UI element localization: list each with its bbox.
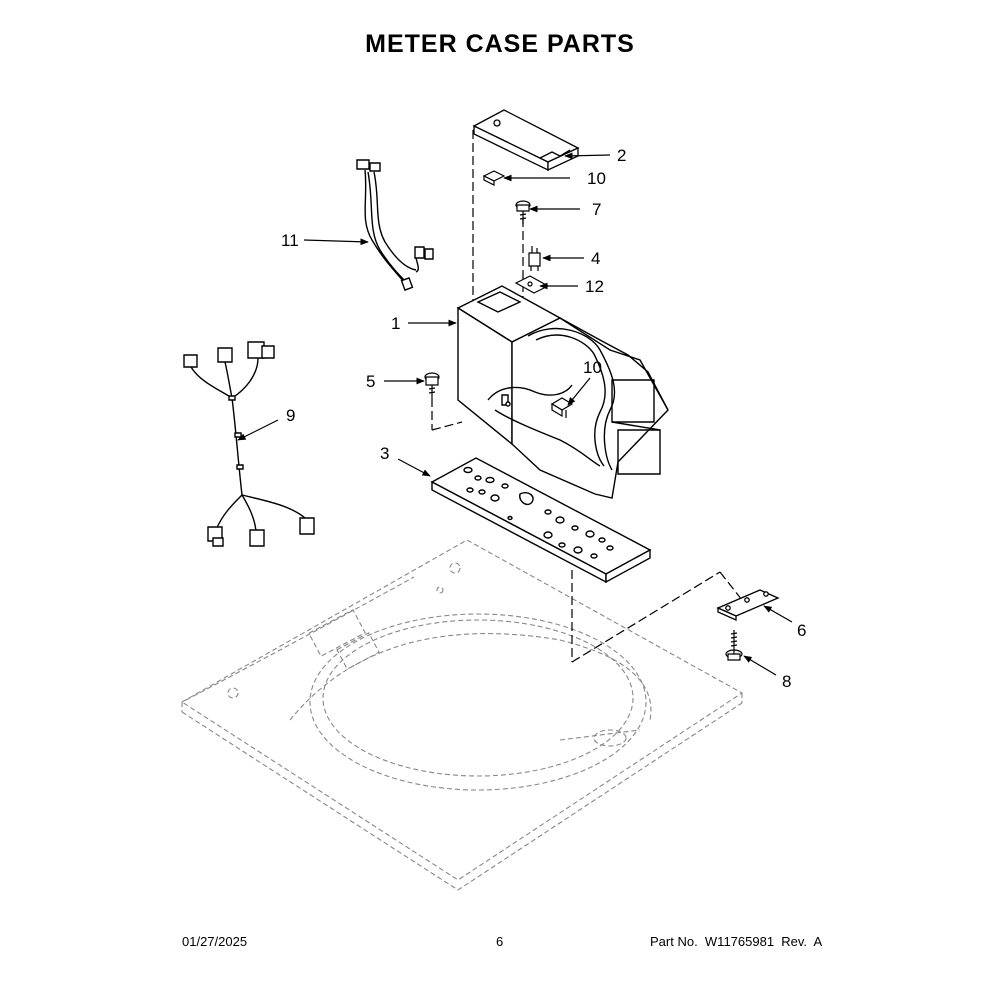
leader-8 <box>743 655 777 676</box>
part-9-wire-harness <box>184 342 314 546</box>
footer-part-number: Part No. W11765981 Rev. A <box>650 934 823 949</box>
callout-6: 6 <box>797 621 806 640</box>
callout-2: 2 <box>617 146 626 165</box>
callout-7: 7 <box>592 200 601 219</box>
page-title: METER CASE PARTS <box>365 30 635 58</box>
callout-12: 12 <box>585 277 604 296</box>
part-12-bracket-plate <box>516 276 548 293</box>
part-8-screw <box>726 630 742 660</box>
callout-10-mid: 10 <box>583 358 602 377</box>
callout-labels: 2 10 7 4 12 11 1 5 10 9 3 6 8 <box>281 146 806 691</box>
callout-11: 11 <box>281 231 299 250</box>
part-7-screw <box>516 201 530 224</box>
part-5-screw <box>425 373 439 398</box>
callout-9: 9 <box>286 406 295 425</box>
leader-6 <box>763 605 793 623</box>
callout-1: 1 <box>391 314 400 333</box>
callout-leader-arrows <box>237 152 793 676</box>
washer-top-frame-outline <box>180 539 744 891</box>
part-11-wire-harness <box>357 160 433 290</box>
leader-3 <box>397 458 431 477</box>
part-1-meter-case <box>458 286 668 498</box>
footer-date: 01/27/2025 <box>182 934 248 949</box>
part-3-console-plate <box>432 458 650 582</box>
callout-5: 5 <box>366 372 375 391</box>
leader-2 <box>564 152 611 160</box>
part-4-switch <box>529 246 540 271</box>
leader-10-mid <box>567 377 591 406</box>
callout-10-top: 10 <box>587 169 606 188</box>
footer-page-number: 6 <box>496 934 504 949</box>
part-2-cover-bracket <box>474 110 578 170</box>
callout-3: 3 <box>380 444 389 463</box>
callout-4: 4 <box>591 249 600 268</box>
part-10-clip-top <box>484 171 504 185</box>
leader-9 <box>237 419 279 441</box>
leader-11 <box>303 238 369 246</box>
part-6-mounting-bracket <box>718 590 778 620</box>
callout-8: 8 <box>782 672 791 691</box>
